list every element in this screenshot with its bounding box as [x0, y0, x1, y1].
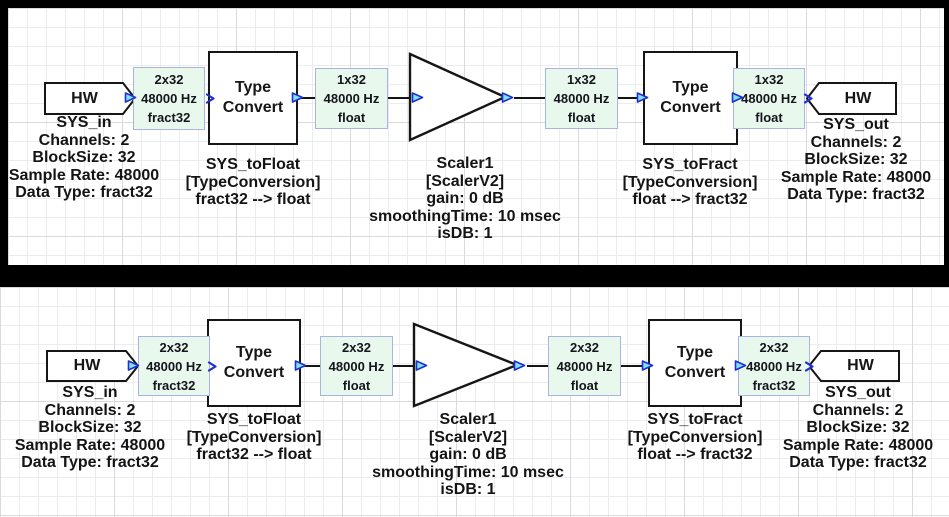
type-convert-tofract-annotations: SYS_toFract [TypeConversion] float --> f…	[627, 411, 763, 463]
wire-info-line: float	[337, 110, 366, 125]
hw-input-annotations: SYS_in Channels: 2 BlockSize: 32 Sample …	[14, 384, 166, 471]
wire-info-line: 1x32	[567, 72, 596, 87]
type-convert-tofract-block[interactable]: Type Convert	[643, 51, 738, 145]
hw-input-block[interactable]: HW	[44, 82, 137, 115]
scaler-annotations: Scaler1 [ScalerV2] gain: 0 dB smoothingT…	[369, 155, 561, 242]
wire-info-input[interactable]: 2x32 48000 Hz fract32	[133, 67, 205, 130]
type-convert-tofloat-block[interactable]: Type Convert	[207, 319, 301, 407]
wire-info-line: 48000 Hz	[746, 358, 802, 374]
wire-info-line: float	[567, 110, 596, 125]
wire-line[interactable]	[296, 97, 317, 99]
hw-input-annotations: SYS_in Channels: 2 BlockSize: 32 Sample …	[8, 114, 160, 201]
wire-info-output[interactable]: 1x32 48000 Hz float	[733, 68, 805, 129]
output-pin-icon[interactable]	[731, 91, 744, 104]
output-pin-icon[interactable]	[734, 359, 747, 372]
wire-info-post-scaler[interactable]: 1x32 48000 Hz float	[545, 68, 618, 129]
block-label: Convert	[223, 364, 285, 381]
wire-info-input[interactable]: 2x32 48000 Hz fract32	[138, 336, 210, 396]
scaler-block[interactable]	[412, 322, 520, 408]
output-pin-icon[interactable]	[294, 359, 307, 372]
input-chevron-icon[interactable]	[803, 360, 815, 373]
wire-info-line: 1x32	[337, 72, 366, 87]
hw-output-block[interactable]: HW	[808, 350, 901, 382]
input-pin-icon[interactable]	[415, 359, 428, 372]
block-label: Type	[672, 79, 709, 96]
wire-info-line: 48000 Hz	[328, 358, 385, 374]
wire-line[interactable]	[300, 365, 322, 367]
output-pin-icon[interactable]	[127, 359, 140, 372]
wire-line[interactable]	[393, 365, 414, 367]
signal-diagram-canvas-bottom[interactable]: HW 2x32 48000 Hz fract32 Type Convert 2x…	[0, 287, 949, 517]
wire-info-line: 2x32	[759, 339, 789, 355]
hw-input-label: HW	[73, 357, 101, 374]
wire-info-line: 2x32	[342, 339, 371, 355]
wire-info-post-scaler[interactable]: 2x32 48000 Hz float	[548, 336, 621, 396]
input-chevron-icon[interactable]	[206, 360, 218, 373]
hw-output-label: HW	[844, 89, 872, 107]
wire-info-line: 48000 Hz	[553, 91, 610, 106]
input-pin-icon[interactable]	[636, 91, 649, 104]
wire-info-line: fract32	[152, 377, 196, 393]
output-pin-icon[interactable]	[124, 91, 137, 104]
wire-info-line: 48000 Hz	[556, 358, 613, 374]
type-convert-tofloat-annotations: SYS_toFloat [TypeConversion] fract32 -->…	[186, 411, 322, 463]
wire-info-line: float	[755, 110, 783, 125]
hw-input-label: HW	[71, 89, 98, 107]
wire-line[interactable]	[527, 365, 550, 367]
input-pin-icon[interactable]	[411, 91, 424, 104]
wire-info-line: fract32	[147, 110, 191, 125]
wire-line[interactable]	[514, 97, 547, 99]
hw-output-annotations: SYS_out Channels: 2 BlockSize: 32 Sample…	[780, 116, 932, 203]
wire-info-line: fract32	[752, 377, 796, 393]
block-label: Type	[676, 344, 714, 361]
wire-info-line: float	[570, 377, 599, 393]
wire-line[interactable]	[621, 365, 650, 367]
block-label: Convert	[222, 99, 284, 116]
output-pin-icon[interactable]	[291, 91, 304, 104]
block-label: Convert	[664, 364, 726, 381]
wire-info-line: 1x32	[754, 72, 784, 87]
wire-info-output[interactable]: 2x32 48000 Hz fract32	[738, 336, 810, 396]
type-convert-tofract-annotations: SYS_toFract [TypeConversion] float --> f…	[622, 156, 758, 208]
hw-output-annotations: SYS_out Channels: 2 BlockSize: 32 Sample…	[782, 384, 934, 471]
hw-output-label: HW	[847, 357, 874, 374]
wire-info-line: float	[342, 377, 371, 393]
wire-info-line: 48000 Hz	[146, 358, 202, 374]
block-label: Type	[234, 79, 272, 96]
wire-line[interactable]	[618, 97, 645, 99]
input-pin-icon[interactable]	[641, 359, 654, 372]
type-convert-tofract-block[interactable]: Type Convert	[648, 319, 742, 407]
wire-line[interactable]	[388, 97, 410, 99]
output-pin-icon[interactable]	[513, 359, 526, 372]
type-convert-tofloat-annotations: SYS_toFloat [TypeConversion] fract32 -->…	[185, 156, 321, 208]
wire-info-pre-scaler[interactable]: 1x32 48000 Hz float	[315, 68, 388, 129]
wire-info-line: 48000 Hz	[323, 91, 380, 106]
scaler-annotations: Scaler1 [ScalerV2] gain: 0 dB smoothingT…	[372, 411, 564, 498]
hw-input-block[interactable]: HW	[46, 350, 140, 382]
hw-output-block[interactable]: HW	[806, 82, 898, 115]
wire-info-line: 48000 Hz	[141, 91, 197, 106]
wire-info-line: 48000 Hz	[741, 91, 797, 106]
block-label: Type	[235, 344, 273, 361]
input-chevron-icon[interactable]	[802, 92, 814, 105]
signal-diagram-canvas-top[interactable]: HW 2x32 48000 Hz fract32 Type Convert 1x…	[8, 8, 944, 265]
wire-info-line: 2x32	[570, 339, 599, 355]
scaler-block[interactable]	[408, 52, 508, 142]
type-convert-tofloat-block[interactable]: Type Convert	[208, 51, 298, 145]
wire-info-line: 2x32	[159, 339, 189, 355]
output-pin-icon[interactable]	[501, 91, 514, 104]
wire-info-line: 2x32	[154, 72, 184, 87]
block-label: Convert	[660, 99, 721, 116]
wire-info-pre-scaler[interactable]: 2x32 48000 Hz float	[320, 336, 393, 396]
input-chevron-icon[interactable]	[204, 92, 216, 105]
